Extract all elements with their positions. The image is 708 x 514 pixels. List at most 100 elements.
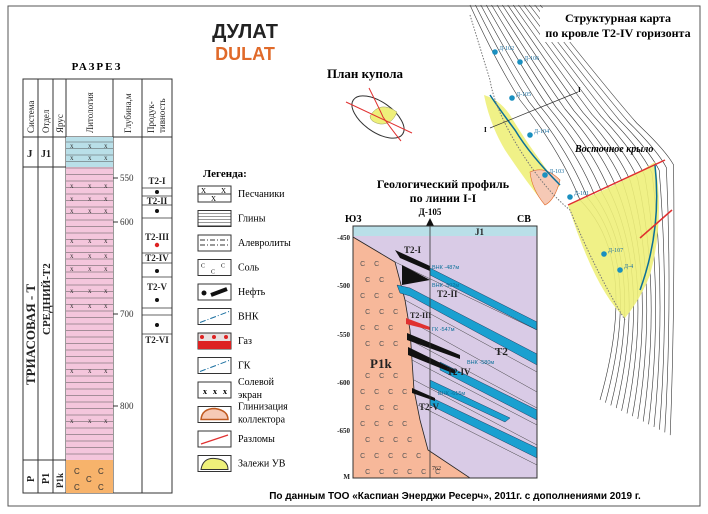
svg-text:C: C xyxy=(98,483,104,492)
svg-text:C: C xyxy=(374,293,379,300)
svg-text:C: C xyxy=(360,293,365,300)
legend-label: ГК xyxy=(238,361,251,372)
svg-text:C: C xyxy=(379,405,384,412)
svg-text:C: C xyxy=(365,437,370,444)
profile-line xyxy=(489,91,579,129)
salt-screen-boundary xyxy=(469,14,626,321)
dome-deposit xyxy=(369,106,398,125)
well-label: Д-101 xyxy=(574,191,589,197)
layer-t2: T2 xyxy=(495,346,508,358)
series-jurassic: J1 xyxy=(41,149,51,160)
legend-label: коллектора xyxy=(238,415,286,426)
depth-800: 800 xyxy=(120,401,134,411)
oil-marker xyxy=(155,190,159,194)
legend-item: Нефть xyxy=(197,283,266,301)
svg-text:C: C xyxy=(86,475,92,484)
profile-title-2: по линии I-I xyxy=(410,191,477,205)
profile-depth: М xyxy=(343,473,350,481)
well-label: Д-106 xyxy=(524,56,539,62)
legend-item: Глины xyxy=(197,210,266,227)
horizon-t2-6: T2-VI xyxy=(145,335,169,345)
contact-label: ВНК -487м xyxy=(432,265,459,271)
svg-text:x: x xyxy=(70,207,74,215)
legend-item: Газ xyxy=(197,332,252,350)
svg-text:C: C xyxy=(388,421,393,428)
svg-text:x: x xyxy=(88,302,92,310)
well-marker-icon xyxy=(527,132,533,138)
fault-line xyxy=(345,101,413,134)
well-marker-icon xyxy=(426,218,434,226)
profile-line-label: I xyxy=(484,126,487,134)
svg-text:x: x xyxy=(104,302,108,310)
svg-text:x: x xyxy=(88,252,92,260)
svg-text:x: x xyxy=(104,207,108,215)
layer-t2-3: T2-III xyxy=(410,311,431,320)
layer-j1: J1 xyxy=(475,227,485,237)
legend-item: Разломы xyxy=(197,430,275,448)
legend-item: ВНК xyxy=(197,308,259,325)
svg-text:x: x xyxy=(88,265,92,273)
svg-text:x: x xyxy=(70,154,74,162)
svg-text:C: C xyxy=(360,421,365,428)
svg-text:C: C xyxy=(388,453,393,460)
layer-t2-4: T2-IV xyxy=(447,367,471,377)
svg-text:x: x xyxy=(223,387,227,396)
stratigraphic-column: РАЗРЕЗ Система Отдел Ярус Литология Глуб… xyxy=(22,61,173,494)
fault-line xyxy=(567,159,666,206)
header-series: Отдел xyxy=(41,109,51,133)
profile-depth: -500 xyxy=(337,282,350,290)
legend-item: Залежи УВ xyxy=(197,455,286,472)
dome-plan: План купола xyxy=(327,66,413,142)
svg-text:C: C xyxy=(374,261,379,268)
svg-text:x: x xyxy=(70,287,74,295)
depth-600: 600 xyxy=(120,217,134,227)
clay-reservoir-icon xyxy=(197,406,232,423)
series-triassic: СРЕДНИЙ-Т2 xyxy=(41,263,53,335)
svg-text:x: x xyxy=(104,417,108,425)
svg-text:x: x xyxy=(88,195,92,203)
svg-text:x: x xyxy=(70,417,74,425)
svg-text:X: X xyxy=(211,195,216,203)
fault-line xyxy=(639,209,673,239)
legend-label: Разломы xyxy=(238,434,275,445)
header-stage: Ярус xyxy=(55,114,65,133)
svg-text:C: C xyxy=(365,373,370,380)
deposit-zone xyxy=(568,162,659,318)
title-ru: ДУЛАТ xyxy=(212,21,278,43)
well-label: Д-102 xyxy=(499,46,514,52)
svg-text:x: x xyxy=(104,287,108,295)
well-marker-icon xyxy=(601,251,607,257)
section-title: РАЗРЕЗ xyxy=(72,61,123,73)
svg-text:C: C xyxy=(221,264,225,270)
geological-profile: Геологический профиль по линии I-I ЮЗ СВ… xyxy=(337,177,538,481)
svg-text:C: C xyxy=(402,453,407,460)
svg-text:X: X xyxy=(201,187,206,195)
legend-label: Газ xyxy=(238,336,252,347)
svg-text:C: C xyxy=(379,341,384,348)
horizon-t2-1: T2-I xyxy=(148,176,166,186)
depth-550: 550 xyxy=(120,173,134,183)
well-label: Д-4 xyxy=(624,264,633,270)
svg-text:x: x xyxy=(88,287,92,295)
legend-label: Песчаники xyxy=(238,189,285,200)
well-label: Д-105 xyxy=(419,207,442,217)
contact-label: ВНК -615м xyxy=(438,391,465,397)
owc-icon xyxy=(197,308,232,325)
svg-text:C: C xyxy=(407,469,412,476)
svg-text:x: x xyxy=(88,154,92,162)
map-title-2: по кровле T2-IV горизонта xyxy=(545,26,690,40)
svg-text:x: x xyxy=(70,237,74,245)
salt-icon: CCC xyxy=(197,259,232,276)
svg-text:x: x xyxy=(70,302,74,310)
oil-marker xyxy=(155,323,159,327)
svg-text:C: C xyxy=(360,389,365,396)
layer-t2-1: T2-I xyxy=(404,245,422,255)
svg-text:x: x xyxy=(70,142,74,150)
legend-label: ВНК xyxy=(238,312,259,323)
svg-text:x: x xyxy=(104,237,108,245)
legend-label: Глины xyxy=(238,214,266,225)
